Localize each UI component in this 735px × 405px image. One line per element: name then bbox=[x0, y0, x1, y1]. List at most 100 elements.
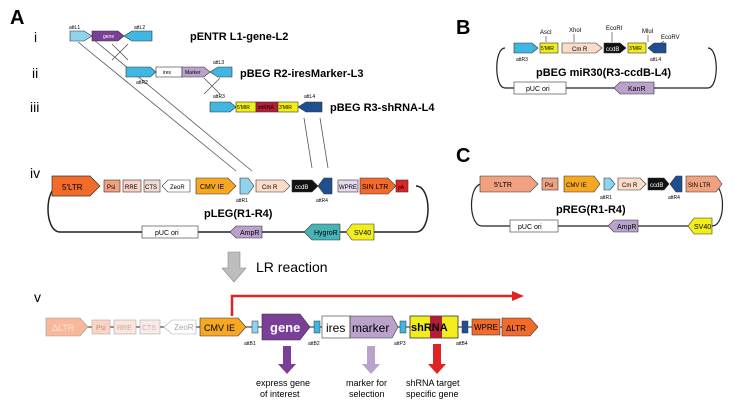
sv40-c-label: SV40 bbox=[694, 224, 711, 231]
rre-v-label: RRE bbox=[117, 325, 132, 332]
row-label-iii: iii bbox=[30, 99, 39, 115]
ampr-label: AmpR bbox=[240, 230, 259, 237]
marker-label: Marker bbox=[185, 70, 201, 76]
cts-v-box bbox=[139, 319, 161, 335]
hygror-label: HygroR bbox=[314, 230, 338, 237]
pbeg-mir30-plasmid: AscI XhoI EcoRI MluI EcoRV attR3 5'MIR C… bbox=[496, 26, 717, 95]
gene-arrow bbox=[91, 30, 125, 42]
dltr-5-label: ΔLTR bbox=[52, 323, 75, 333]
zeor-label: ZeoR bbox=[170, 185, 185, 191]
shrna-v-core bbox=[430, 316, 442, 338]
transcript-arrow bbox=[230, 294, 514, 316]
ccdb-c-arrow bbox=[647, 177, 670, 191]
ltr5-label: 5'LTR bbox=[62, 183, 83, 192]
sinltr-c-arrow bbox=[685, 175, 723, 193]
attr1-c-arrow bbox=[603, 177, 616, 191]
attr1-label: attR1 bbox=[236, 198, 248, 204]
wpre-box bbox=[337, 179, 359, 193]
wpre-label: WPRE bbox=[339, 185, 357, 191]
rre-label: RRE bbox=[125, 185, 138, 191]
attb1-label: attB1 bbox=[244, 341, 256, 347]
mir3-b-box bbox=[627, 42, 647, 54]
ltr5-c-arrow bbox=[479, 175, 539, 193]
cmv-label: CMV IE bbox=[200, 184, 224, 191]
pa-label: pA bbox=[398, 185, 405, 191]
ampr-arrow bbox=[229, 225, 263, 239]
attr2-arrow bbox=[125, 66, 157, 78]
attl2-label: attL2 bbox=[134, 25, 145, 31]
attl3-label: attL3 bbox=[213, 60, 224, 66]
gene-note-line2: of interest bbox=[260, 389, 300, 399]
transcript-arrowhead bbox=[512, 291, 524, 301]
lr-reaction-arrow bbox=[221, 251, 247, 283]
xhoi-label: XhoI bbox=[569, 28, 582, 34]
attl4-b-arrow bbox=[647, 42, 667, 54]
attr4-c-label: attR4 bbox=[668, 195, 680, 201]
sv40-arrow bbox=[345, 223, 375, 241]
cmr-c-label: Cm R bbox=[622, 183, 638, 189]
shrna-note-arrow bbox=[428, 344, 446, 374]
marker-arrow bbox=[181, 66, 211, 78]
ccdb-b-label: ccdB bbox=[606, 47, 619, 53]
mir5-label: 5'MIR bbox=[237, 105, 250, 111]
ltr5-c-label: 5'LTR bbox=[494, 182, 512, 189]
panel-label-b: B bbox=[456, 17, 470, 39]
sinltr-label: SIN LTR bbox=[362, 184, 388, 191]
panel-label-c: C bbox=[456, 145, 470, 167]
pentr-title: pENTR L1-gene-L2 bbox=[190, 31, 288, 43]
psi-label: Psi bbox=[107, 185, 115, 191]
attr3-arrow bbox=[209, 101, 237, 113]
sinltr-c-label: SIN LTR bbox=[688, 183, 711, 189]
zeor-arrow bbox=[161, 179, 191, 193]
cts-v-label: CTS bbox=[142, 325, 156, 332]
attr1-c-label: attR1 bbox=[600, 195, 612, 201]
row-label-i: i bbox=[34, 29, 37, 45]
sv40-label: SV40 bbox=[354, 230, 371, 237]
kanr-b-label: KanR bbox=[628, 86, 646, 93]
pleg-plasmid: 5'LTR Psi RRE CTS ZeoR CMV IE attR1 Cm R… bbox=[47, 175, 429, 241]
ampr-c-arrow bbox=[607, 219, 639, 233]
ccdb-c-label: ccdB bbox=[650, 183, 663, 189]
lr-reaction-label: LR reaction bbox=[256, 259, 328, 275]
attb2-label: attB2 bbox=[308, 341, 320, 347]
cmv-c-arrow bbox=[563, 175, 601, 193]
hygror-arrow bbox=[303, 223, 341, 241]
marker-note-line1: marker for bbox=[346, 378, 387, 388]
pbeg-shrna-title: pBEG R3-shRNA-L4 bbox=[330, 102, 435, 114]
shrna-small-label: shRNA bbox=[258, 105, 275, 111]
wpre-v-label: WPRE bbox=[474, 323, 498, 332]
mir3-b-label: 3'MIR bbox=[629, 46, 642, 52]
puc-c-box bbox=[509, 219, 559, 233]
cts-label: CTS bbox=[145, 185, 157, 191]
attl4-arrow bbox=[297, 101, 323, 113]
cmr-arrow bbox=[255, 179, 291, 193]
dltr-3-arrow bbox=[501, 317, 539, 337]
marker-note-line2: selection bbox=[349, 389, 385, 399]
attr2-label: attR2 bbox=[136, 80, 148, 86]
recombination-lines bbox=[77, 39, 329, 172]
cmr-b-label: Cm R bbox=[572, 47, 588, 53]
wpre-v-box bbox=[471, 318, 501, 336]
ccdb-label: ccdB bbox=[295, 185, 308, 191]
shrna-note-line1: shRNA target bbox=[406, 378, 460, 388]
gene-v-label: gene bbox=[270, 320, 300, 335]
shrna-note-line2: specific gene bbox=[406, 389, 459, 399]
gene-label: gene bbox=[103, 34, 114, 40]
attl4-label: attL4 bbox=[304, 94, 315, 100]
sinltr-arrow bbox=[359, 177, 397, 195]
cts-box bbox=[143, 179, 161, 193]
ccdb-arrow bbox=[291, 179, 319, 193]
attl1-arrow bbox=[69, 30, 93, 42]
attr4-label: attR4 bbox=[316, 198, 328, 204]
ecori-label: EcoRI bbox=[606, 26, 623, 32]
attp3-box bbox=[399, 320, 407, 334]
zeor-v-arrow bbox=[163, 319, 197, 335]
cmv-v-label: CMV IE bbox=[204, 323, 235, 333]
pa-box bbox=[395, 179, 409, 193]
psi-v-box bbox=[91, 319, 111, 335]
shrna-v-label: shRNA bbox=[411, 322, 448, 334]
cmv-v-arrow bbox=[199, 317, 247, 337]
pleg-title: pLEG(R1-R4) bbox=[204, 208, 273, 220]
row-label-ii: ii bbox=[32, 65, 38, 81]
